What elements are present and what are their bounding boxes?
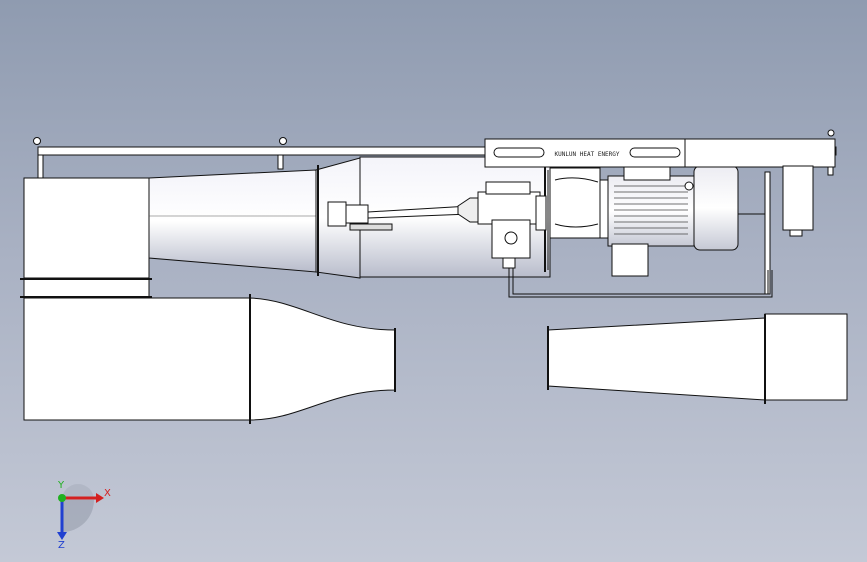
- control-panel: [484, 138, 836, 168]
- lower-left-duct: [23, 294, 396, 424]
- burner-lance: [327, 197, 479, 231]
- blower-housing: [549, 167, 601, 239]
- left-upper-block: [20, 177, 152, 299]
- electric-motor: [599, 165, 739, 277]
- right-hanger: [738, 165, 814, 295]
- y-axis-label: Y: [57, 480, 65, 491]
- z-axis-label: Z: [58, 540, 65, 548]
- orientation-triad[interactable]: X Y Z: [40, 478, 130, 551]
- lower-right-duct: [547, 313, 848, 404]
- x-axis-label: X: [104, 488, 111, 499]
- nameplate-text: KUNLUN HEAT ENERGY: [554, 151, 619, 158]
- y-axis-dot: [58, 494, 66, 502]
- fuel-piping: [508, 268, 773, 298]
- gear-pump: [477, 181, 547, 269]
